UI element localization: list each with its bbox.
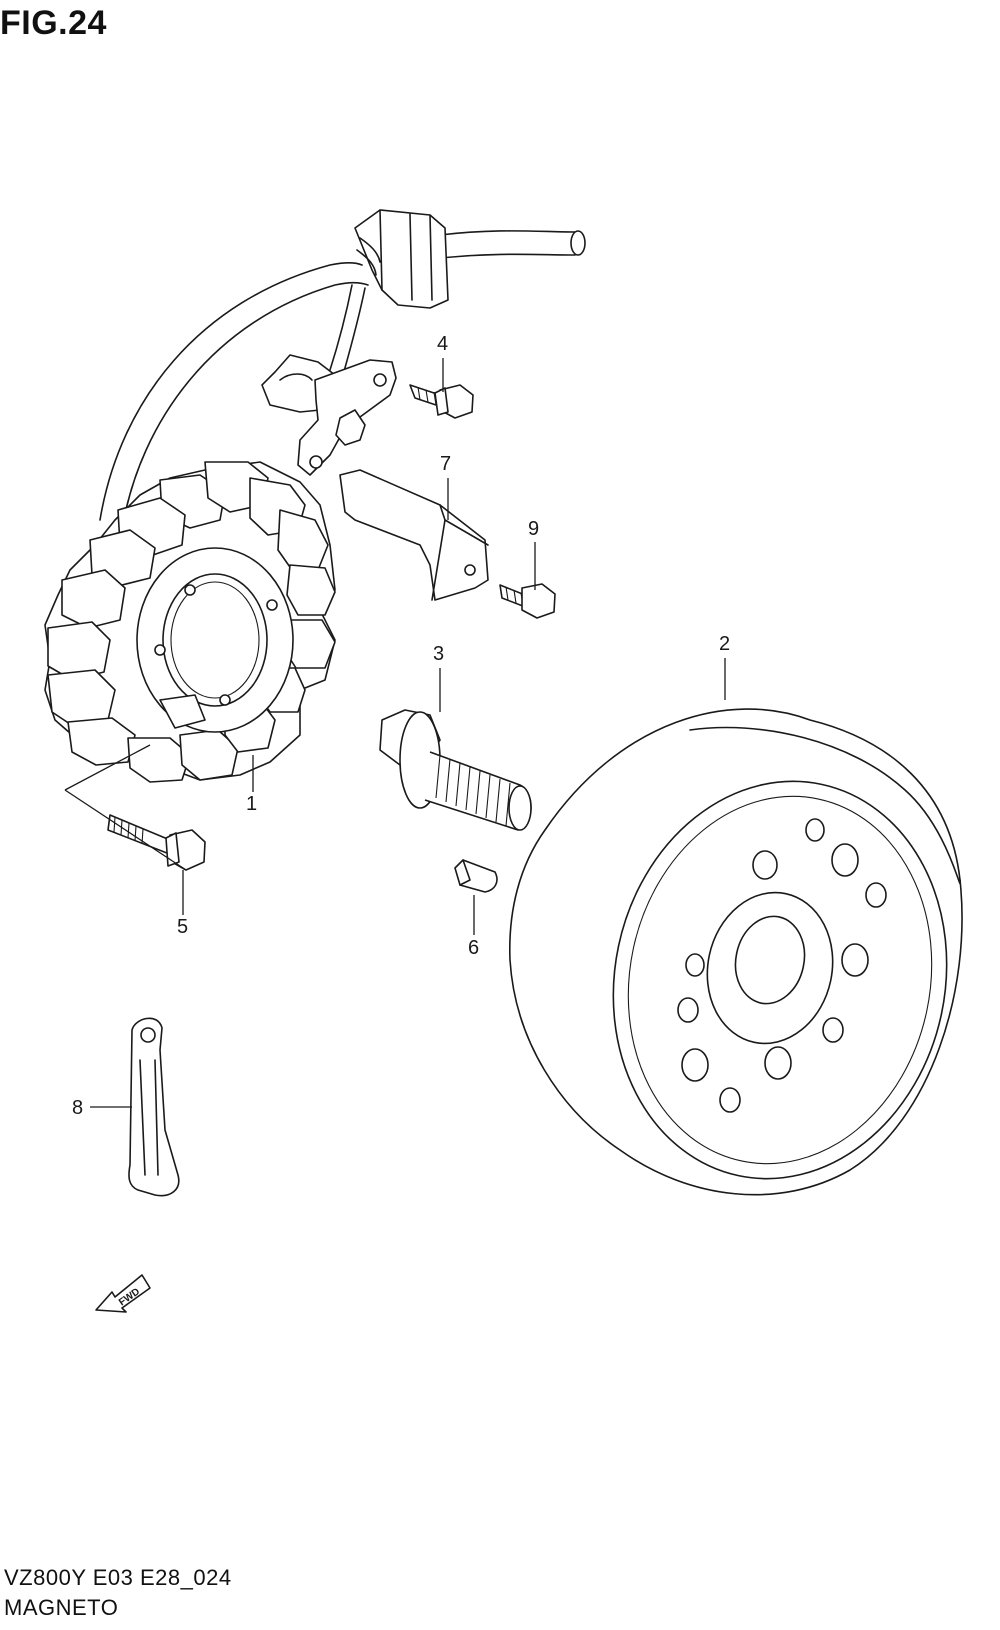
stator-bolt	[107, 814, 206, 871]
callout-1: 1	[246, 793, 257, 815]
callout-5: 5	[177, 916, 188, 938]
callout-2: 2	[719, 633, 730, 655]
leader-lines	[64, 358, 726, 1108]
wire-grommet-clamp	[261, 354, 397, 476]
callout-6: 6	[468, 937, 479, 959]
fwd-arrow-icon: FWD	[95, 1274, 151, 1313]
bracket-bolt	[499, 583, 556, 619]
figure-title: FIG.24	[0, 4, 107, 42]
woodruff-key	[454, 859, 498, 893]
stator	[44, 461, 336, 783]
callout-8: 8	[72, 1097, 83, 1119]
wire-harness	[99, 209, 586, 531]
callout-9: 9	[528, 518, 539, 540]
callout-3: 3	[433, 643, 444, 665]
section-name-label: MAGNETO	[4, 1595, 119, 1620]
strap	[128, 1017, 180, 1197]
rotor	[508, 708, 963, 1196]
model-code-label: VZ800Y E03 E28_024	[4, 1565, 232, 1590]
clamp-bolt	[409, 384, 474, 419]
rotor-bolt	[379, 709, 532, 831]
callout-7: 7	[440, 453, 451, 475]
bracket	[339, 469, 489, 601]
callout-4: 4	[437, 333, 448, 355]
